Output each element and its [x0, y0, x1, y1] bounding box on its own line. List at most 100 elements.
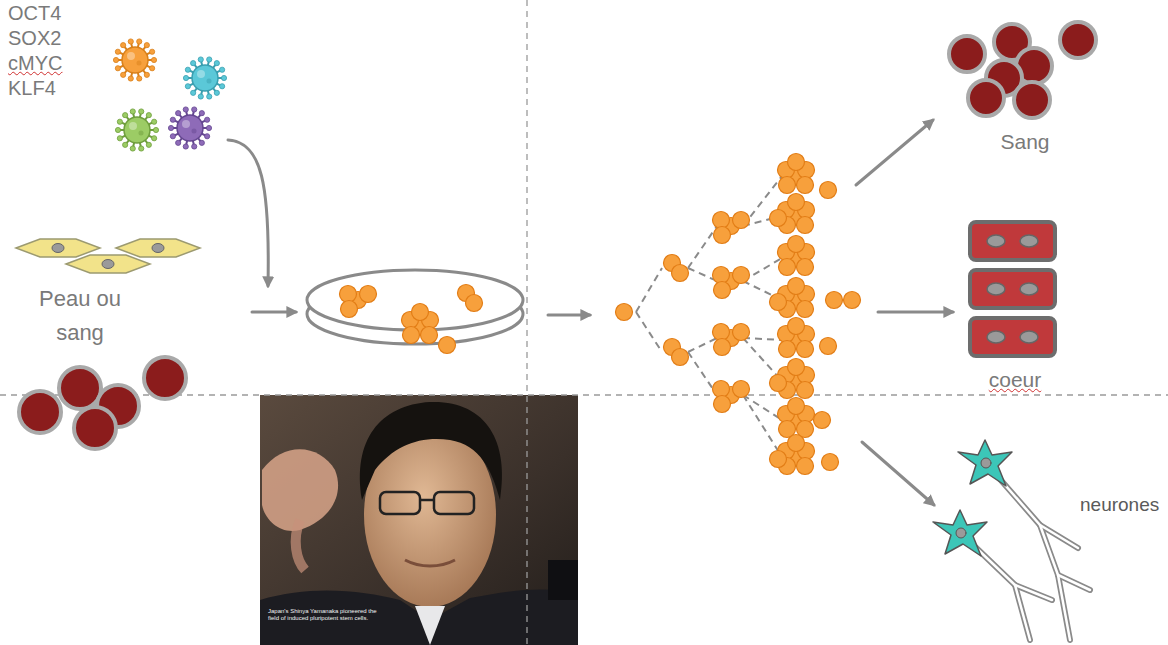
- stem-cell: [797, 217, 814, 234]
- stem-cell: [788, 194, 805, 211]
- stem-cell: [797, 341, 814, 358]
- neurons: [933, 440, 1090, 640]
- stem-cell: [797, 458, 814, 475]
- stem-cell: [788, 236, 805, 253]
- cell-cluster: [340, 286, 377, 318]
- cell-type-label: coeur: [980, 368, 1050, 392]
- stem-cell: [770, 210, 787, 227]
- cell-cluster: [770, 359, 815, 399]
- virus: [168, 107, 211, 149]
- stem-cell: [713, 212, 730, 229]
- skin-cells: [16, 239, 200, 273]
- cell-cluster: [713, 324, 750, 356]
- stem-cell: [672, 349, 689, 366]
- stem-cell: [788, 154, 805, 171]
- stem-cell: [733, 381, 750, 398]
- cell-cluster: [770, 194, 815, 234]
- cell-cluster: [844, 292, 861, 309]
- stem-cell: [733, 324, 750, 341]
- petri-dish: [307, 270, 523, 344]
- division-line: [688, 338, 717, 352]
- cell-cluster: [713, 267, 750, 299]
- stem-cell: [797, 177, 814, 194]
- cell-cluster: [822, 454, 839, 471]
- cell-cluster: [778, 236, 815, 276]
- stem-cell: [340, 286, 357, 303]
- cell-cluster: [664, 339, 689, 366]
- stem-cell: [779, 177, 796, 194]
- stem-cell: [770, 451, 787, 468]
- stem-cell: [714, 396, 731, 413]
- stem-cell: [844, 292, 861, 309]
- division-lines: [636, 176, 782, 457]
- stem-cell: [714, 339, 731, 356]
- stem-cell: [421, 327, 438, 344]
- stem-cell: [822, 454, 839, 471]
- stem-cell: [788, 359, 805, 376]
- stem-cell: [412, 304, 429, 321]
- division-line: [688, 226, 717, 268]
- stem-cell: [341, 301, 358, 318]
- gene-name: KLF4: [8, 77, 98, 100]
- division-line: [636, 312, 662, 352]
- blood-cells-result: [949, 22, 1096, 118]
- heart-cells: [970, 222, 1055, 356]
- stem-cell: [797, 259, 814, 276]
- stem-cell: [733, 212, 750, 229]
- virus: [113, 39, 156, 81]
- virus: [115, 109, 158, 151]
- stem-cell: [797, 382, 814, 399]
- division-line: [743, 338, 782, 340]
- division-line: [743, 395, 782, 420]
- stem-cell: [779, 259, 796, 276]
- stem-cell: [820, 182, 837, 199]
- stem-cell: [770, 294, 787, 311]
- cell-cluster: [713, 381, 750, 413]
- gene-name: OCT4: [8, 2, 98, 25]
- cell-cluster: [458, 285, 483, 312]
- stem-cell: [770, 375, 787, 392]
- cell-cluster: [820, 182, 837, 199]
- stem-cell: [713, 267, 730, 284]
- stem-cell: [714, 227, 731, 244]
- cell-cluster: [778, 154, 815, 194]
- cell-cluster: [713, 212, 750, 244]
- cell-cluster: [616, 304, 633, 321]
- stem-cell: [439, 337, 456, 354]
- process-arrows: [228, 120, 953, 505]
- ips-colonies: [340, 285, 483, 354]
- stem-cell: [797, 301, 814, 318]
- division-line: [743, 395, 782, 457]
- stem-cell: [733, 267, 750, 284]
- cell-cluster: [439, 337, 456, 354]
- cell-cluster: [826, 292, 843, 309]
- cell-type-label: Sang: [990, 130, 1060, 154]
- blood-cells-source: [19, 357, 186, 449]
- stem-cell: [820, 338, 837, 355]
- cell-type-label: neurones: [1080, 494, 1164, 516]
- stem-cell: [466, 295, 483, 312]
- stem-cell: [714, 282, 731, 299]
- virus: [183, 57, 226, 99]
- cell-cluster: [770, 435, 815, 475]
- stem-cell: [403, 327, 420, 344]
- stem-cell: [672, 265, 689, 282]
- cell-source-label: Peau ou sang: [20, 282, 140, 350]
- stem-cell: [788, 318, 805, 335]
- gene-name: cMYC: [8, 52, 98, 75]
- stem-cell: [360, 286, 377, 303]
- stem-cell: [788, 398, 805, 415]
- cell-cluster: [820, 338, 837, 355]
- cell-cluster: [664, 255, 689, 282]
- stem-cell: [788, 278, 805, 295]
- portrait-photo: [260, 395, 578, 645]
- cell-cluster: [402, 304, 439, 344]
- viral-vectors: [113, 39, 226, 151]
- cell-cluster: [814, 412, 831, 429]
- stem-cell: [713, 324, 730, 341]
- stem-cell: [814, 412, 831, 429]
- stem-cell: [779, 341, 796, 358]
